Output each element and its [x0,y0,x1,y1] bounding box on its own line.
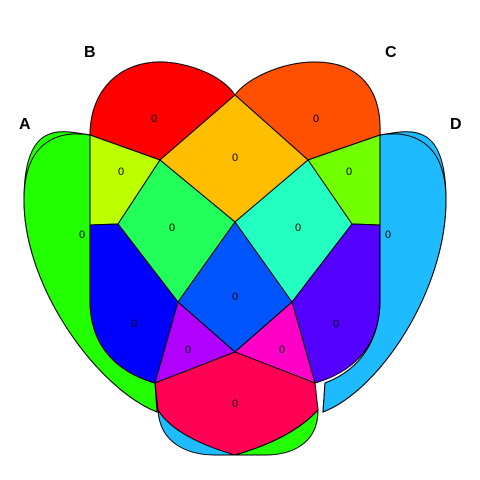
count-ab: 0 [118,166,124,178]
count-bcd: 0 [333,318,339,330]
count-abcd: 0 [232,291,238,303]
count-a: 0 [79,229,85,241]
region-d [322,133,447,413]
set-label-c: C [385,44,397,61]
count-acd: 0 [185,344,191,356]
region-c [234,61,381,161]
set-label-b: B [84,44,96,61]
region-b [89,61,236,161]
count-ad: 0 [232,398,238,410]
count-c: 0 [313,113,319,125]
region-a-bottom-tip [234,408,319,456]
count-bd: 0 [295,222,301,234]
set-label-a: A [19,116,31,133]
count-abc: 0 [131,318,137,330]
count-abd: 0 [279,344,285,356]
count-cd: 0 [346,166,352,178]
set-label-d: D [450,116,462,133]
count-d: 0 [385,229,391,241]
region-d-bottom-tip [157,409,236,456]
count-bc: 0 [232,152,238,164]
count-ac: 0 [169,222,175,234]
count-b: 0 [151,113,157,125]
